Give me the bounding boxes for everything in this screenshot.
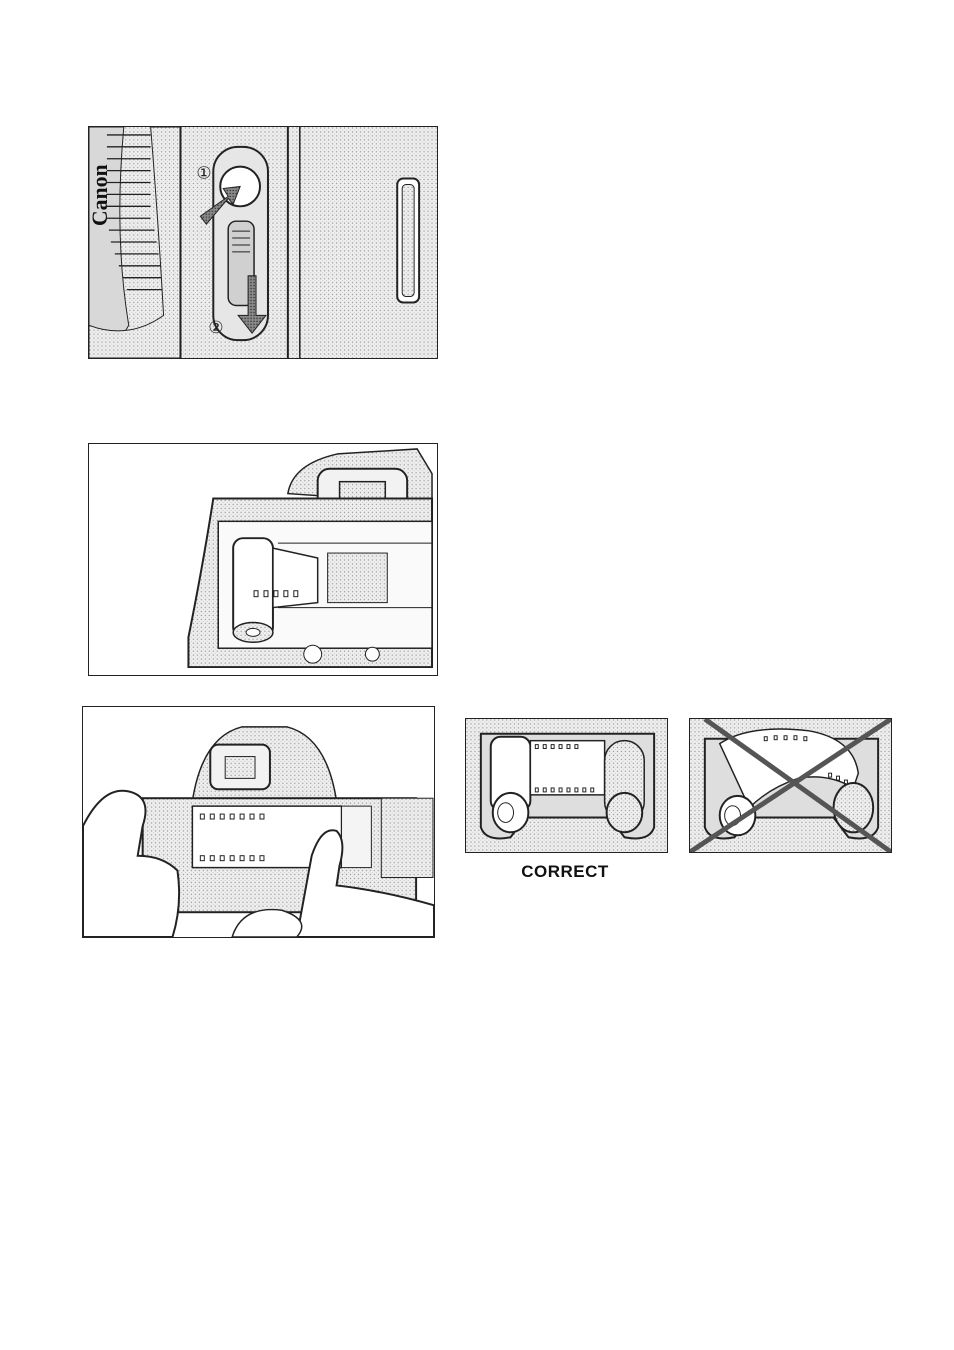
step-2-marker: ② [208, 317, 223, 337]
pull-film-leader-illustration [83, 707, 434, 937]
figure-pull-film-leader [82, 706, 435, 938]
figure-correct-position [465, 718, 668, 853]
correct-caption: CORRECT [465, 862, 665, 884]
insert-cartridge-illustration [89, 444, 437, 675]
brand-logo-text: Canon [89, 164, 112, 226]
figure-insert-cartridge [88, 443, 438, 676]
incorrect-position-illustration [690, 719, 891, 852]
door-release-illustration: Canon ① ② [89, 127, 437, 358]
correct-position-illustration [466, 719, 667, 852]
figure-incorrect-position [689, 718, 892, 853]
step-1-marker: ① [196, 163, 211, 183]
figure-door-release: Canon ① ② [88, 126, 438, 359]
